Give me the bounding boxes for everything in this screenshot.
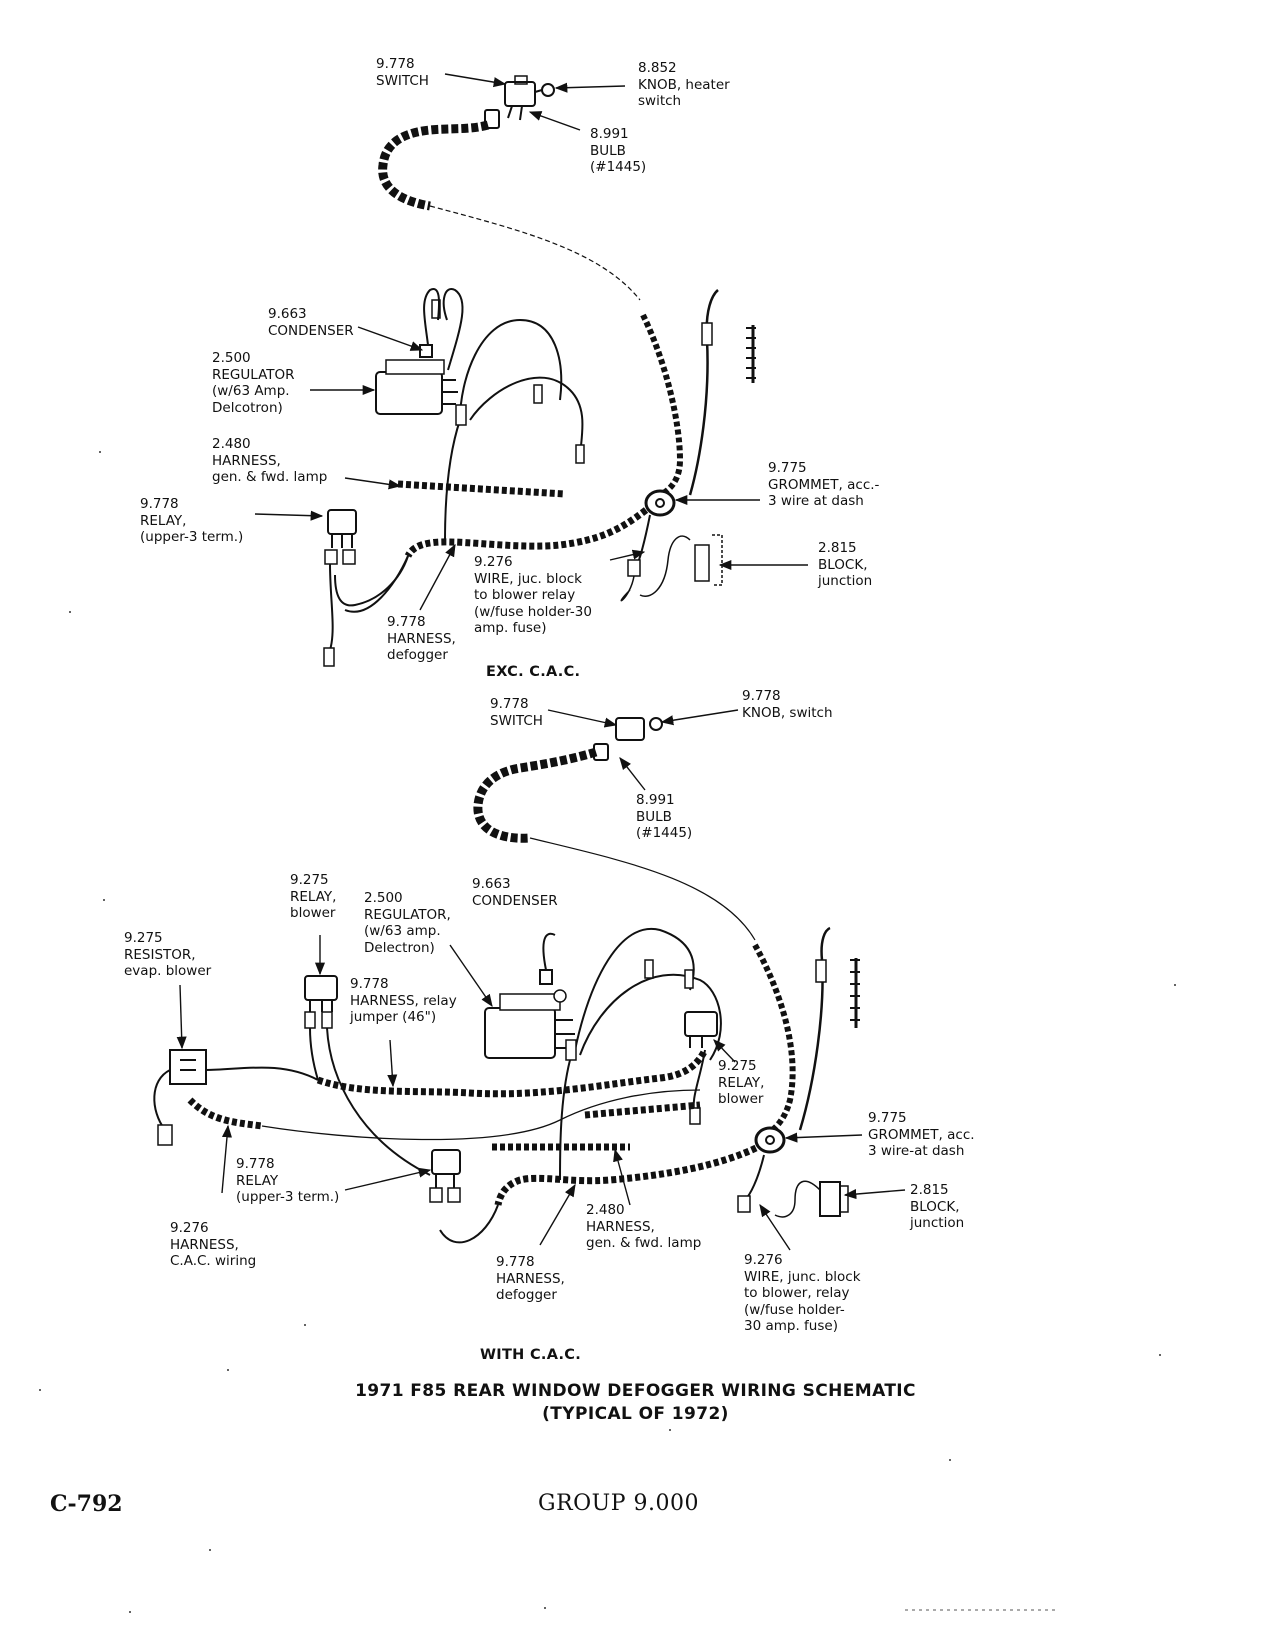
condenser-icon: [419, 288, 441, 358]
gen-lamp-harness: [397, 480, 566, 498]
main-harness: [640, 313, 684, 498]
blower-relay-icon-right: [684, 1011, 718, 1125]
bottom-diagram: [153, 709, 906, 1251]
page-code: C-792: [50, 1491, 123, 1517]
bottom-leaders: [176, 709, 906, 1251]
switch-harness: [378, 120, 490, 211]
caption-exc-cac: EXC. C.A.C.: [486, 664, 581, 680]
right-wire: [688, 289, 719, 496]
switch-icon: [484, 75, 555, 129]
relay-jumper-harness: [316, 1048, 709, 1098]
relay-icon: [324, 509, 357, 565]
grommet-icon: [644, 489, 676, 517]
diagram-title: 1971 F85 REAR WINDOW DEFOGGER WIRING SCH…: [355, 1381, 916, 1424]
cac-harness: [187, 1097, 263, 1130]
junction-block-icon-bottom: [774, 1180, 849, 1218]
long-wire: [429, 205, 641, 301]
resistor-icon: [153, 1049, 319, 1146]
defogger-harness: [404, 507, 649, 558]
group-number: GROUP 9.000: [538, 1491, 699, 1516]
top-diagram: [254, 73, 808, 667]
grommet-icon-bottom: [754, 1126, 786, 1154]
relay-icon-bottom-upper: [429, 1149, 461, 1203]
switch-harness-bottom: [473, 747, 598, 843]
top-leaders: [254, 73, 808, 611]
junction-block-icon: [639, 534, 723, 597]
condenser-icon-bottom: [539, 932, 556, 985]
switch-icon-bottom: [593, 717, 663, 761]
regulator-icon-bottom: [484, 989, 575, 1059]
defogger-harness-bottom: [494, 1144, 758, 1206]
rear-window-grid-icon: [746, 325, 756, 383]
scan-specks: [39, 451, 1176, 1613]
main-harness-bottom: [752, 943, 796, 1135]
caption-with-cac: WITH C.A.C.: [480, 1347, 582, 1363]
rear-window-grid-icon-bottom: [850, 958, 860, 1028]
blower-relay-icon-left: [304, 975, 431, 1176]
regulator-icon: [375, 359, 458, 415]
